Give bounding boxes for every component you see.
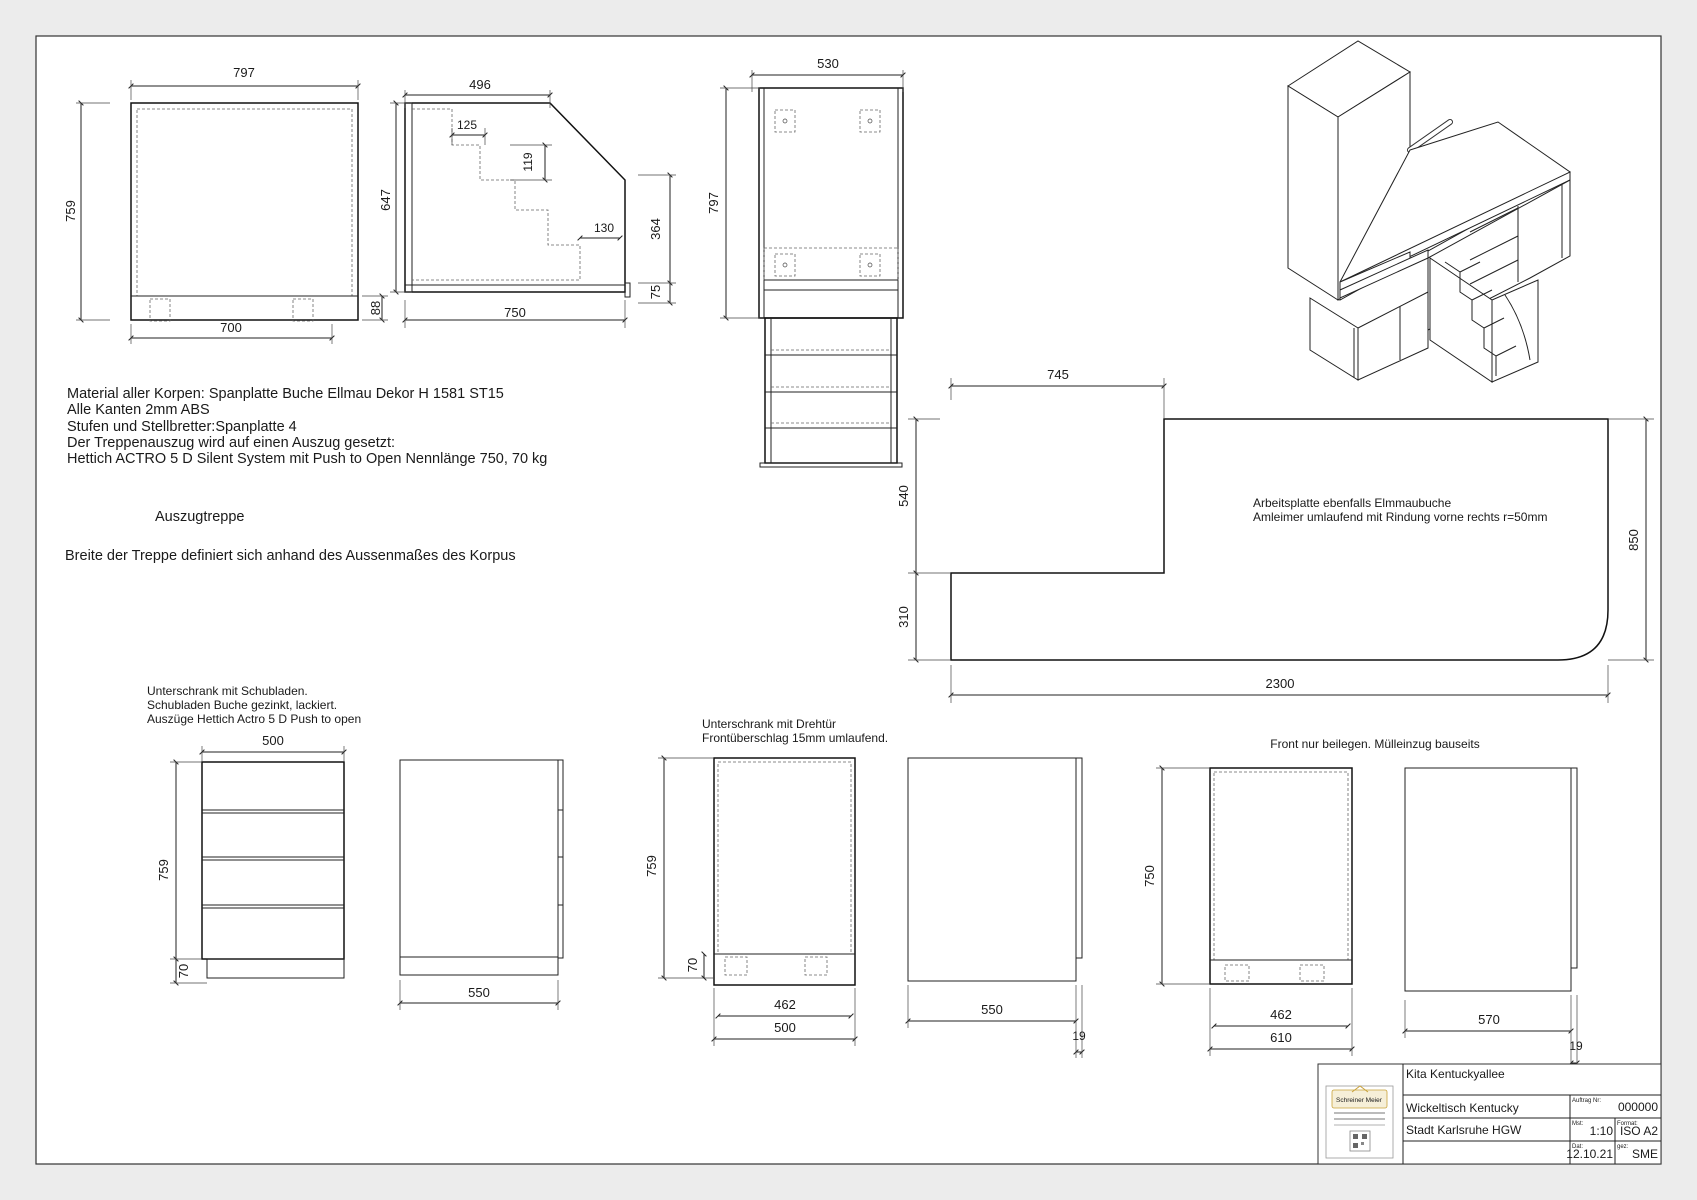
- format-value: ISO A2: [1620, 1124, 1658, 1138]
- dim-647: 647: [378, 189, 393, 211]
- dim-759-door: 759: [644, 855, 659, 877]
- drawer-cab-note-1: Unterschrank mit Schubladen.: [147, 684, 308, 698]
- dim-496: 496: [469, 77, 491, 92]
- dim-310: 310: [896, 606, 911, 628]
- view-drawer-cabinet-front: [170, 746, 347, 986]
- worktop-note-2: Amleimer umlaufend mit Rindung vorne rec…: [1253, 510, 1547, 524]
- dim-500-door: 500: [774, 1020, 796, 1035]
- dim-570: 570: [1478, 1012, 1500, 1027]
- view-stair-section: [390, 90, 676, 328]
- view-bin-cabinet-front: [1156, 765, 1355, 1056]
- auftrag-label: Auftrag Nr:: [1572, 1098, 1601, 1104]
- stair-title: Auszugtreppe: [155, 509, 244, 525]
- worktop-note-1: Arbeitsplatte ebenfalls Elmmaubuche: [1253, 496, 1451, 510]
- dat-value: 12.10.21: [1566, 1147, 1613, 1161]
- dim-540: 540: [896, 485, 911, 507]
- material-note-4: Der Treppenauszug wird auf einen Auszug …: [67, 435, 395, 451]
- dat-label: Dat:: [1572, 1144, 1583, 1150]
- dim-88: 88: [368, 301, 383, 315]
- dim-364: 364: [648, 218, 663, 240]
- material-note-1: Material aller Korpen: Spanplatte Buche …: [67, 386, 504, 402]
- dim-550-door: 550: [981, 1002, 1003, 1017]
- dim-797-side: 797: [706, 192, 721, 214]
- drawer-cab-note-3: Auszüge Hettich Actro 5 D Push to open: [147, 712, 361, 726]
- dim-70-door: 70: [685, 958, 700, 972]
- dim-2300: 2300: [1266, 676, 1295, 691]
- material-note-2: Alle Kanten 2mm ABS: [67, 402, 210, 418]
- dim-130: 130: [594, 221, 614, 235]
- drawing-name: Wickeltisch Kentucky: [1406, 1101, 1519, 1115]
- view-front-cabinet: [76, 80, 388, 344]
- dim-750-stair: 750: [504, 305, 526, 320]
- stair-width-note: Breite der Treppe definiert sich anhand …: [65, 548, 516, 564]
- dim-850: 850: [1626, 529, 1641, 551]
- bin-cab-note: Front nur beilegen. Mülleinzug bauseits: [1270, 737, 1479, 751]
- view-side-pullout: [720, 70, 906, 468]
- dim-19-bin: 19: [1569, 1039, 1583, 1053]
- dim-750-bin: 750: [1142, 865, 1157, 887]
- gez-label: gez:: [1617, 1144, 1629, 1150]
- dim-550-drawer: 550: [468, 985, 490, 1000]
- dim-70-drawer: 70: [176, 964, 191, 978]
- dim-745: 745: [1047, 367, 1069, 382]
- dim-500-drawer: 500: [262, 733, 284, 748]
- dim-759-left: 759: [63, 200, 78, 222]
- door-cab-note-1: Unterschrank mit Drehtür: [702, 717, 836, 731]
- door-cab-note-2: Frontüberschlag 15mm umlaufend.: [702, 731, 888, 745]
- title-block: [1317, 1063, 1662, 1165]
- drawer-cab-note-2: Schubladen Buche gezinkt, lackiert.: [147, 698, 337, 712]
- dim-75: 75: [648, 285, 663, 299]
- material-note-3: Stufen und Stellbretter:Spanplatte 4: [67, 419, 297, 435]
- gez-value: SME: [1632, 1147, 1658, 1161]
- dim-19-door: 19: [1072, 1029, 1086, 1043]
- dim-125: 125: [457, 118, 477, 132]
- view-drawer-cabinet-side: [397, 759, 564, 1010]
- mst-value: 1:10: [1590, 1124, 1614, 1138]
- material-note-5: Hettich ACTRO 5 D Silent System mit Push…: [67, 451, 547, 467]
- dim-759-drawer: 759: [156, 859, 171, 881]
- view-door-cabinet-front: [658, 755, 858, 1046]
- dim-700: 700: [220, 320, 242, 335]
- view-bin-cabinet-side: [1402, 767, 1580, 1068]
- logo-text: Schreiner Meier: [1336, 1097, 1383, 1104]
- mst-label: Mst:: [1572, 1121, 1584, 1127]
- dim-530: 530: [817, 56, 839, 71]
- dim-462-bin: 462: [1270, 1007, 1292, 1022]
- project-name: Kita Kentuckyallee: [1406, 1067, 1505, 1081]
- isometric-view: [1287, 40, 1571, 383]
- view-worktop-plan: [908, 378, 1654, 703]
- dim-119: 119: [521, 152, 535, 171]
- dim-610: 610: [1270, 1030, 1292, 1045]
- dim-462-door: 462: [774, 997, 796, 1012]
- format-label: Format:: [1617, 1121, 1638, 1127]
- dim-797-top: 797: [233, 65, 255, 80]
- view-door-cabinet-side: [905, 757, 1085, 1058]
- auftrag-value: 000000: [1618, 1100, 1658, 1114]
- client-name: Stadt Karlsruhe HGW: [1406, 1123, 1522, 1137]
